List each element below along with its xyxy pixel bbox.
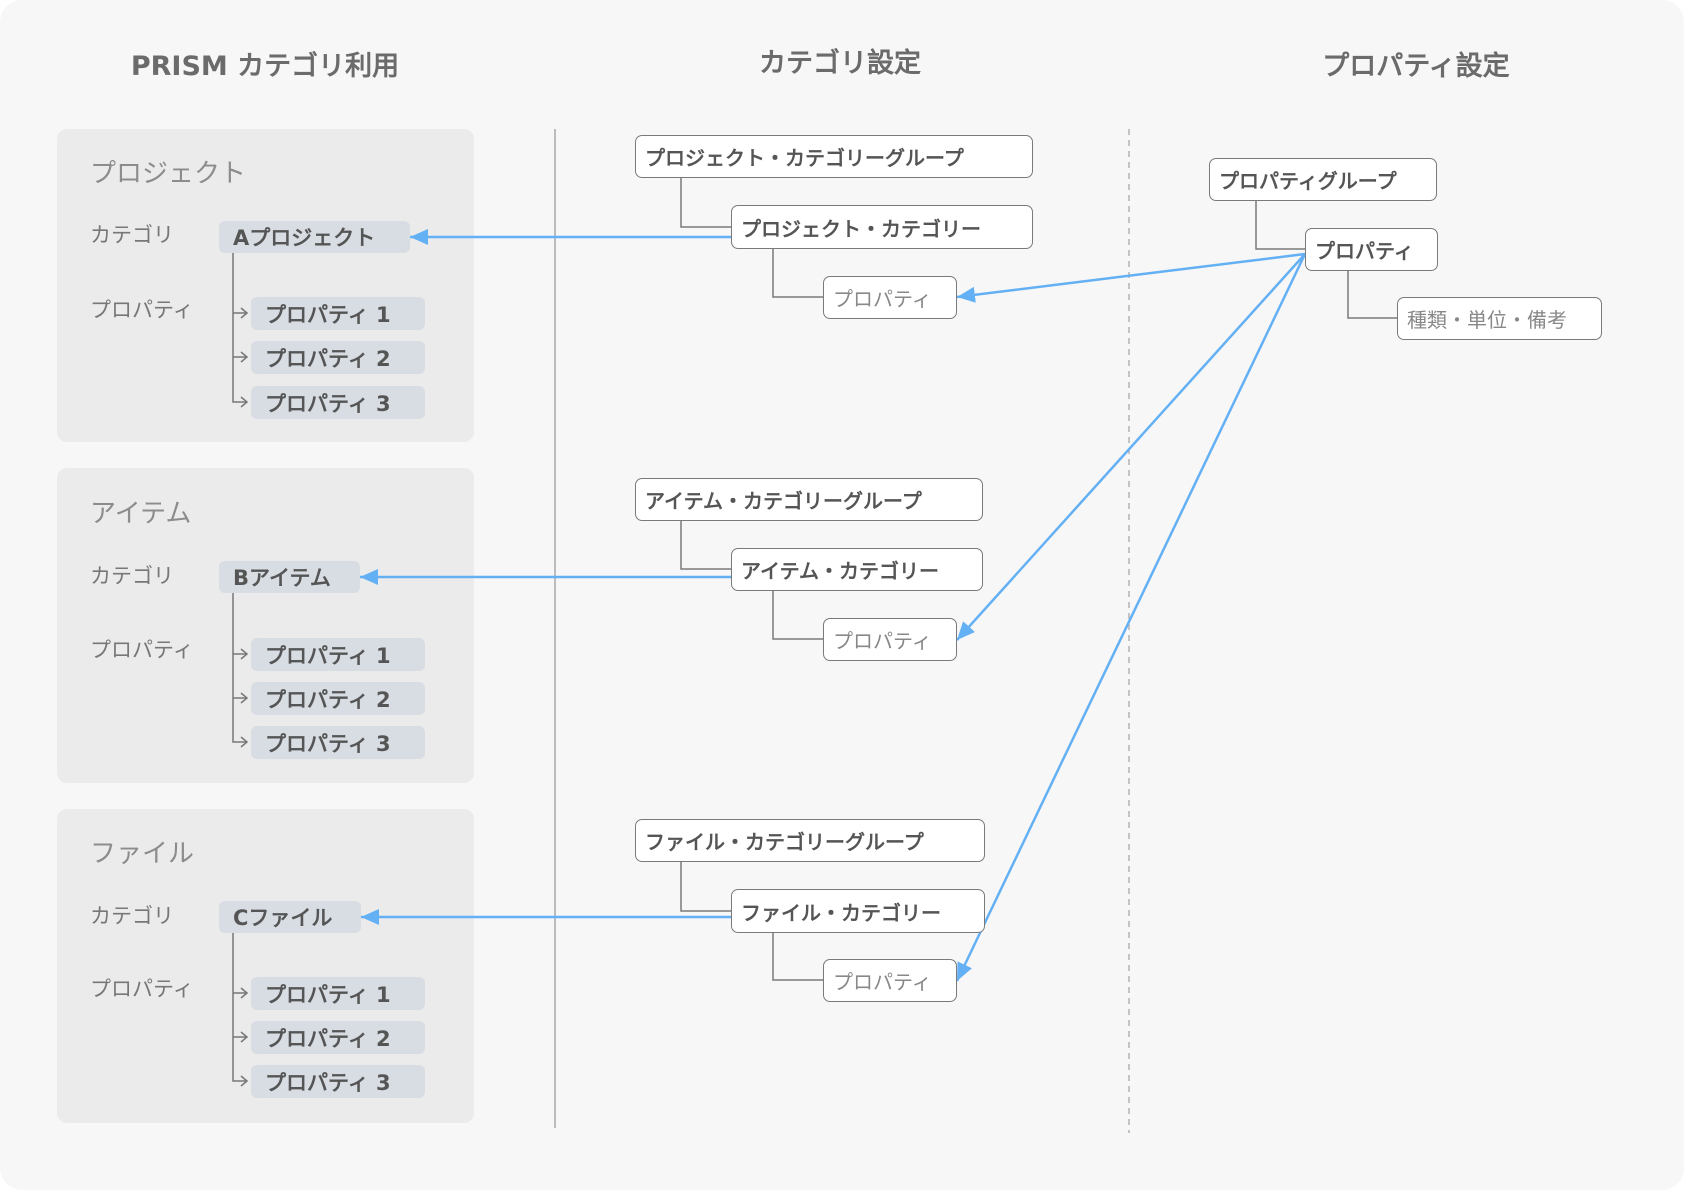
relation-arrows: [360, 229, 1307, 982]
category-pill-file: Cファイル: [219, 901, 361, 933]
category-box-project: プロジェクト・カテゴリー: [731, 205, 1033, 249]
category-label: カテゴリ: [90, 904, 174, 928]
category-group-box-project: プロジェクト・カテゴリーグループ: [635, 135, 1033, 178]
property-pill: プロパティ 2: [251, 341, 425, 374]
property-tree-file: [232, 933, 249, 1087]
panel-title-item: アイテム: [90, 499, 192, 529]
property-pill: プロパティ 1: [251, 297, 425, 330]
category-pill-item: Bアイテム: [219, 561, 360, 593]
arrow-property-to-project-property: [956, 252, 1306, 303]
property-pill: プロパティ 1: [251, 638, 425, 671]
property-pill: プロパティ 2: [251, 682, 425, 715]
column-header-category-settings: カテゴリ設定: [759, 48, 921, 79]
property-label: プロパティ: [90, 977, 194, 1001]
property-pill: プロパティ 3: [251, 1065, 425, 1098]
panel-title-file: ファイル: [90, 839, 195, 869]
property-label: プロパティ: [90, 638, 194, 662]
panel-title-project: プロジェクト: [90, 159, 247, 189]
category-box-item: アイテム・カテゴリー: [731, 548, 983, 591]
category-label: カテゴリ: [90, 564, 174, 588]
category-group-box-item: アイテム・カテゴリーグループ: [635, 478, 983, 521]
column-header-usage: PRISM カテゴリ利用: [130, 51, 400, 82]
property-tree-project: [232, 253, 249, 408]
category-pill-project: Aプロジェクト: [219, 221, 410, 253]
property-pill: プロパティ 2: [251, 1021, 425, 1054]
category-property-box-file: プロパティ: [823, 959, 957, 1002]
category-label: カテゴリ: [90, 223, 174, 247]
category-box-file: ファイル・カテゴリー: [731, 889, 985, 933]
arrow-property-to-item-property: [956, 253, 1306, 641]
property-attributes-box: 種類・単位・備考: [1397, 297, 1602, 340]
property-pill: プロパティ 3: [251, 726, 425, 759]
property-box: プロパティ: [1305, 228, 1438, 271]
arrow-property-to-file-property: [955, 253, 1307, 982]
property-group-box: プロパティグループ: [1209, 158, 1437, 201]
category-property-box-project: プロパティ: [823, 276, 957, 319]
column-header-property-settings: プロパティ設定: [1322, 51, 1510, 82]
property-pill: プロパティ 1: [251, 977, 425, 1010]
property-hierarchy-connectors: [1255, 201, 1397, 319]
property-tree-item: [232, 593, 249, 748]
property-label: プロパティ: [90, 298, 194, 322]
category-hierarchy-connectors: [680, 178, 823, 981]
category-group-box-file: ファイル・カテゴリーグループ: [635, 819, 985, 862]
category-property-box-item: プロパティ: [823, 618, 957, 661]
property-pill: プロパティ 3: [251, 386, 425, 419]
